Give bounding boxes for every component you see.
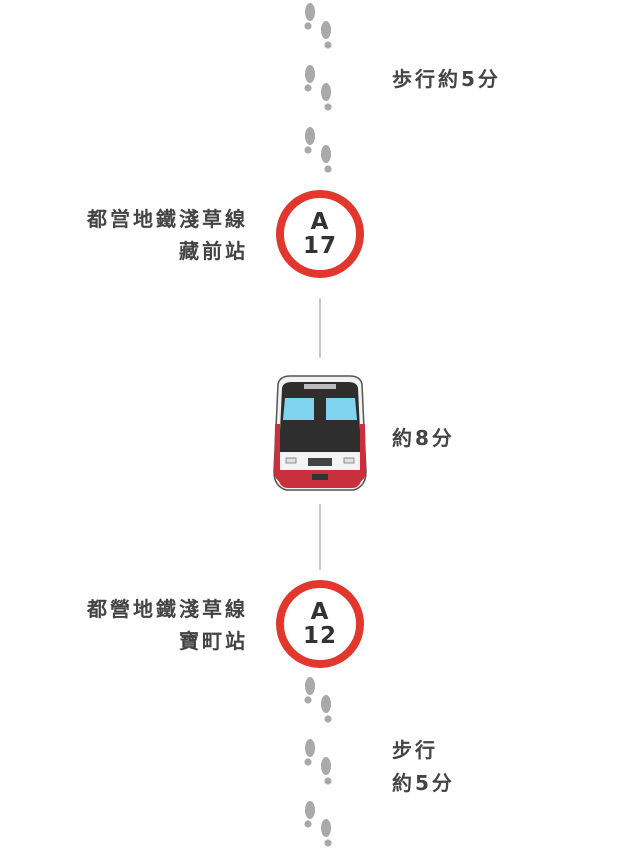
walk-top-label: 歩行約5分 <box>392 67 501 91</box>
station-top-badge: A 17 <box>276 190 364 278</box>
route-line-bottom <box>319 504 321 570</box>
footsteps-icon <box>304 677 332 723</box>
train-ride-label: 約8分 <box>392 426 455 450</box>
footsteps-icon <box>304 739 332 785</box>
walk-bottom-label-line1: 步行 <box>392 738 438 762</box>
train-icon <box>273 375 367 491</box>
station-bottom-code-number: 12 <box>302 623 337 649</box>
footsteps-icon <box>304 65 332 111</box>
station-bottom-code-letter: A <box>310 599 330 625</box>
route-line-top <box>319 298 321 358</box>
station-top-line-name: 都営地鐵淺草線 <box>87 207 248 231</box>
station-top-station-name: 藏前站 <box>179 239 248 263</box>
footsteps-icon <box>304 801 332 847</box>
station-bottom-badge: A 12 <box>276 580 364 668</box>
footsteps-icon <box>304 127 332 173</box>
station-bottom-station-name: 寶町站 <box>179 629 248 653</box>
footsteps-icon <box>304 3 332 49</box>
station-top-code-letter: A <box>310 209 330 235</box>
walk-bottom-label-line2: 約5分 <box>392 771 455 795</box>
station-bottom-line-name: 都營地鐵淺草線 <box>87 597 248 621</box>
station-top-code-number: 17 <box>302 233 337 259</box>
